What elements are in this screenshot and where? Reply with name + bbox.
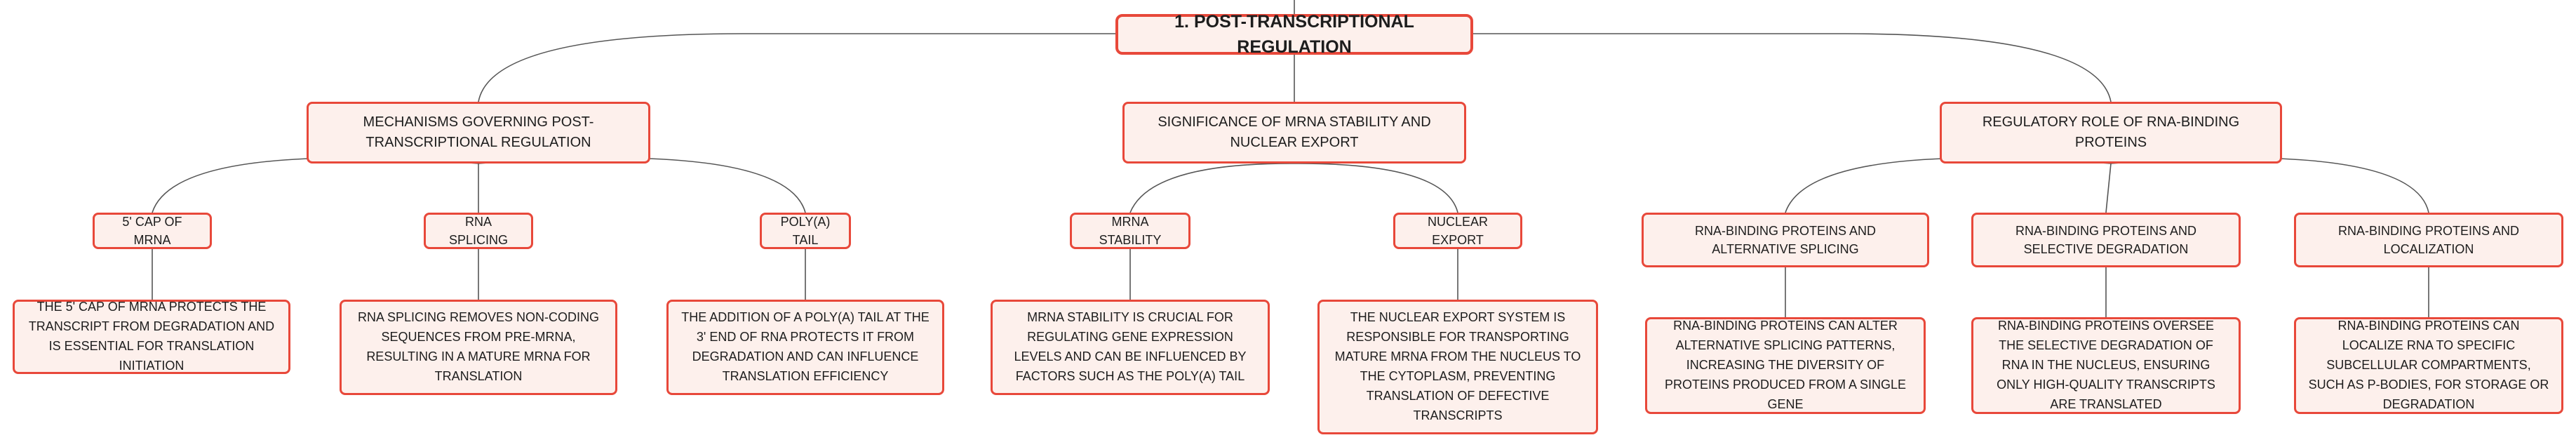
branch-label: SIGNIFICANCE OF MRNA STABILITY AND NUCLE… bbox=[1158, 114, 1431, 150]
detail-node-mrna-stability[interactable]: MRNA STABILITY IS CRUCIAL FOR REGULATING… bbox=[991, 300, 1270, 395]
topic-label: MRNA STABILITY bbox=[1099, 214, 1162, 247]
topic-label: RNA SPLICING bbox=[448, 214, 509, 247]
detail-node-rna-splicing[interactable]: RNA SPLICING REMOVES NON-CODING SEQUENCE… bbox=[340, 300, 617, 395]
detail-text: THE NUCLEAR EXPORT SYSTEM IS RESPONSIBLE… bbox=[1334, 310, 1581, 422]
topic-node-rbp-localization[interactable]: RNA-BINDING PROTEINS AND LOCALIZATION bbox=[2294, 213, 2563, 267]
topic-label: POLY(A) TAIL bbox=[780, 214, 831, 247]
detail-text: RNA-BINDING PROTEINS OVERSEE THE SELECTI… bbox=[1997, 319, 2215, 411]
branch-label: REGULATORY ROLE OF RNA-BINDING PROTEINS bbox=[1982, 114, 2240, 150]
topic-node-mrna-stability[interactable]: MRNA STABILITY bbox=[1070, 213, 1190, 249]
connector-rbp-degradation bbox=[2105, 163, 2112, 213]
topic-node-rbp-selective-degradation[interactable]: RNA-BINDING PROTEINS AND SELECTIVE DEGRA… bbox=[1971, 213, 2241, 267]
connector-rbp-localization bbox=[2110, 157, 2429, 213]
connector-sig-stability bbox=[1129, 163, 1295, 213]
detail-node-5-cap[interactable]: THE 5' CAP OF MRNA PROTECTS THE TRANSCRI… bbox=[13, 300, 290, 374]
detail-text: RNA-BINDING PROTEINS CAN ALTER ALTERNATI… bbox=[1664, 319, 1907, 411]
topic-label: 5' CAP OF MRNA bbox=[122, 214, 182, 247]
topic-node-nuclear-export[interactable]: NUCLEAR EXPORT bbox=[1393, 213, 1522, 249]
connector-mech-5cap bbox=[152, 157, 479, 213]
topic-label: NUCLEAR EXPORT bbox=[1427, 214, 1489, 247]
branch-node-mechanisms[interactable]: MECHANISMS GOVERNING POST-TRANSCRIPTIONA… bbox=[307, 102, 650, 164]
connector-mech-polya bbox=[478, 157, 806, 213]
detail-text: RNA SPLICING REMOVES NON-CODING SEQUENCE… bbox=[357, 310, 600, 383]
detail-node-poly-a-tail[interactable]: THE ADDITION OF A POLY(A) TAIL AT THE 3'… bbox=[666, 300, 944, 395]
connector-rbp-altsplicing bbox=[1785, 157, 2112, 213]
detail-text: THE 5' CAP OF MRNA PROTECTS THE TRANSCRI… bbox=[28, 300, 275, 373]
root-node[interactable]: 1. POST-TRANSCRIPTIONAL REGULATION bbox=[1115, 12, 1473, 57]
detail-node-nuclear-export[interactable]: THE NUCLEAR EXPORT SYSTEM IS RESPONSIBLE… bbox=[1317, 300, 1598, 434]
branch-node-significance[interactable]: SIGNIFICANCE OF MRNA STABILITY AND NUCLE… bbox=[1122, 102, 1466, 164]
topic-label: RNA-BINDING PROTEINS AND SELECTIVE DEGRA… bbox=[2015, 223, 2197, 256]
detail-node-rbp-selective-degradation[interactable]: RNA-BINDING PROTEINS OVERSEE THE SELECTI… bbox=[1971, 317, 2241, 414]
branch-node-rna-binding-proteins[interactable]: REGULATORY ROLE OF RNA-BINDING PROTEINS bbox=[1940, 102, 2282, 164]
detail-node-rbp-alternative-splicing[interactable]: RNA-BINDING PROTEINS CAN ALTER ALTERNATI… bbox=[1645, 317, 1926, 414]
connector-root-right bbox=[1473, 33, 2112, 102]
topic-node-rna-splicing[interactable]: RNA SPLICING bbox=[424, 213, 533, 249]
topic-label: RNA-BINDING PROTEINS AND LOCALIZATION bbox=[2337, 223, 2520, 256]
detail-text: MRNA STABILITY IS CRUCIAL FOR REGULATING… bbox=[1014, 310, 1247, 383]
detail-text: RNA-BINDING PROTEINS CAN LOCALIZE RNA TO… bbox=[2308, 319, 2549, 411]
detail-text: THE ADDITION OF A POLY(A) TAIL AT THE 3'… bbox=[681, 310, 930, 383]
topic-node-5-cap[interactable]: 5' CAP OF MRNA bbox=[93, 213, 212, 249]
branch-label: MECHANISMS GOVERNING POST-TRANSCRIPTIONA… bbox=[363, 114, 594, 150]
topic-node-rbp-alternative-splicing[interactable]: RNA-BINDING PROTEINS AND ALTERNATIVE SPL… bbox=[1642, 213, 1929, 267]
topic-node-poly-a-tail[interactable]: POLY(A) TAIL bbox=[760, 213, 851, 249]
connector-sig-export bbox=[1294, 163, 1458, 213]
detail-node-rbp-localization[interactable]: RNA-BINDING PROTEINS CAN LOCALIZE RNA TO… bbox=[2294, 317, 2563, 414]
root-label: 1. POST-TRANSCRIPTIONAL REGULATION bbox=[1174, 11, 1414, 57]
topic-label: RNA-BINDING PROTEINS AND ALTERNATIVE SPL… bbox=[1694, 223, 1877, 256]
connector-root-left bbox=[478, 33, 1115, 102]
